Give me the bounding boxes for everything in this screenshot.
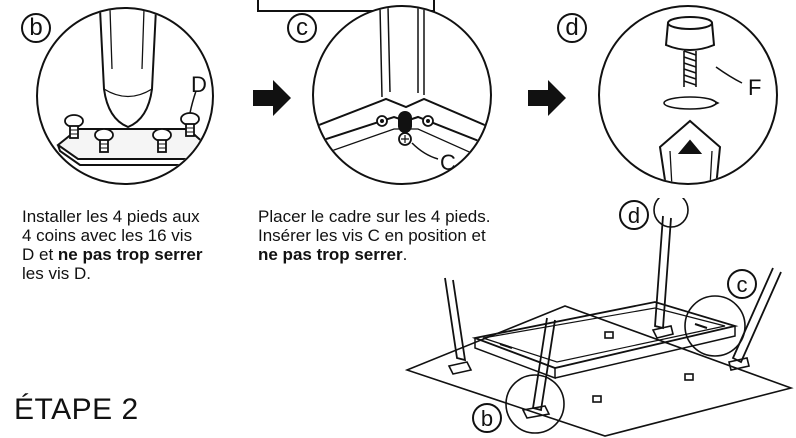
instruction-c-line1: Placer le cadre sur les 4 pieds. [258,207,491,226]
callout-c: C [440,150,456,175]
overview-label-d: d [628,203,640,228]
instruction-c: Placer le cadre sur les 4 pieds. Insérer… [258,207,548,264]
detail-circle-d [598,5,778,185]
callout-circle-b [505,374,565,434]
instruction-b-line4: les vis D. [22,264,91,283]
callout-circle-c [684,295,746,357]
foot-glide-illustration [658,16,743,183]
step-label-d: d [557,13,587,43]
detail-circle-c [312,5,492,185]
step-label-c: c [287,13,317,43]
leg-back [654,215,672,330]
arrow-right-icon [528,80,566,116]
header-box-edge [257,0,435,12]
instruction-b-warning: ne pas trop serrer [57,245,203,264]
leg-front [531,317,556,412]
instruction-b-line3-text: D et [22,245,58,264]
step-label-b: b [21,13,51,43]
instruction-c-warning: ne pas trop serrer [258,245,403,264]
detail-circle-b [36,7,214,185]
overview-label-c: c [737,272,748,297]
arrow-right-icon [253,80,291,116]
instruction-b-line1: Installer les 4 pieds aux [22,207,200,226]
instruction-b-line3: D et ne pas trop serrer [22,245,252,264]
leg-bracket-illustration [56,9,208,166]
frame-corner-illustration [314,7,490,162]
leg-left [444,277,467,362]
instruction-c-line3: ne pas trop serrer. [258,245,548,264]
callout-f: F [748,75,762,100]
instruction-b-line2: 4 coins avec les 16 vis [22,226,193,245]
instruction-c-line3-end: . [402,245,408,264]
table-assembly-overview: d c b [405,198,794,437]
step-title: ÉTAPE 2 [14,393,139,426]
instruction-b: Installer les 4 pieds aux 4 coins avec l… [22,207,252,283]
overview-label-b: b [481,406,493,431]
callout-d: D [191,72,207,97]
callout-circle-d [653,198,689,228]
instruction-c-line2: Insérer les vis C en position et [258,226,486,245]
screws-d [64,112,200,153]
